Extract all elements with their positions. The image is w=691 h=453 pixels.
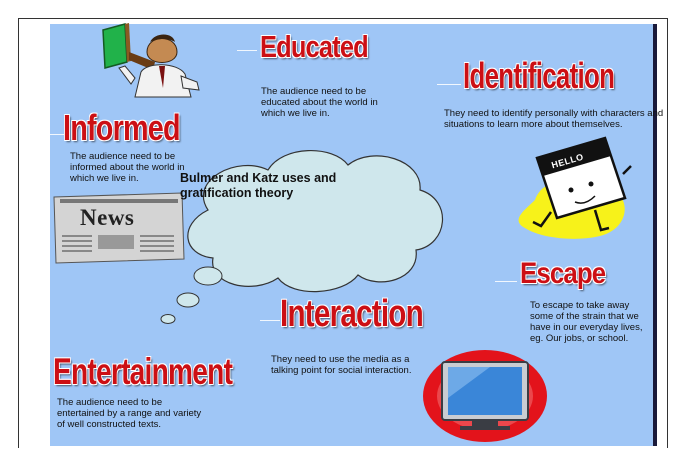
text-escape: To escape to take away some of the strai… — [530, 300, 643, 344]
newspaper-icon — [53, 192, 185, 264]
thought-cloud-icon — [160, 149, 444, 324]
teacher-pointing-icon — [102, 23, 200, 98]
heading-identification: Identification — [463, 55, 615, 96]
heading-entertainment: Entertainment — [53, 351, 233, 392]
television-icon — [423, 350, 547, 442]
text-identification: They need to identify personally with ch… — [444, 108, 664, 130]
separator-line — [260, 320, 280, 321]
text-educated: The audience need to be educated about t… — [261, 86, 378, 119]
heading-educated: Educated — [260, 29, 369, 64]
heading-escape: Escape — [520, 257, 606, 290]
text-interaction: They need to use the media as a talking … — [271, 354, 412, 376]
text-entertainment: The audience need to be entertained by a… — [57, 397, 202, 430]
text-informed: The audience need to be informed about t… — [70, 151, 185, 184]
hello-badge-icon — [518, 136, 632, 239]
separator-line — [437, 84, 461, 85]
separator-line — [50, 134, 64, 135]
separator-line — [495, 281, 517, 282]
separator-line — [237, 50, 257, 51]
newspaper-label: News — [80, 205, 135, 230]
center-title: Bulmer and Katz uses and gratification t… — [180, 171, 337, 200]
heading-interaction: Interaction — [280, 293, 424, 335]
heading-informed: Informed — [63, 107, 181, 148]
